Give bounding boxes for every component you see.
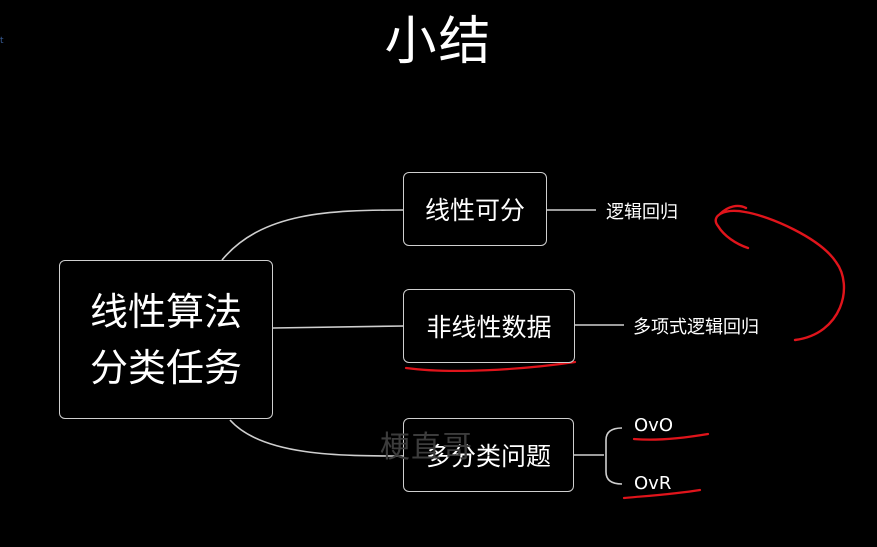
watermark: 梗直哥 bbox=[380, 430, 473, 465]
leaf-ovr: OvR bbox=[634, 473, 672, 494]
node-nonlinear-data-label: 非线性数据 bbox=[426, 313, 552, 342]
connector-main-to-linear-separable bbox=[221, 209, 405, 261]
annotation-arc-arrow bbox=[714, 204, 846, 342]
node-nonlinear-data: 非线性数据 bbox=[403, 289, 575, 363]
annotation-underline-ovr bbox=[622, 488, 702, 500]
annotation-underline-nonlinear bbox=[404, 360, 577, 372]
leaf-logistic-regression: 逻辑回归 bbox=[606, 202, 678, 223]
main-node-line-2: 分类任务 bbox=[89, 345, 242, 390]
main-node-line-1: 线性算法 bbox=[89, 289, 242, 334]
slide-title: 小结 bbox=[384, 12, 493, 72]
node-multiclass: 多分类问题 bbox=[403, 418, 574, 492]
connector-main-to-multiclass bbox=[229, 419, 405, 457]
leaf-polynomial-logistic-regression: 多项式逻辑回归 bbox=[633, 317, 759, 338]
connector-multiclass-bracket bbox=[574, 427, 623, 485]
leaf-ovo: OvO bbox=[634, 415, 673, 436]
annotation-underline-ovo bbox=[632, 432, 710, 441]
connector-main-to-nonlinear bbox=[272, 325, 405, 329]
node-linear-separable: 线性可分 bbox=[403, 172, 547, 246]
node-linear-separable-label: 线性可分 bbox=[424, 196, 525, 225]
edge-mark: t bbox=[0, 36, 4, 46]
main-node: 线性算法 分类任务 bbox=[59, 260, 273, 419]
node-multiclass-label: 多分类问题 bbox=[425, 442, 551, 471]
